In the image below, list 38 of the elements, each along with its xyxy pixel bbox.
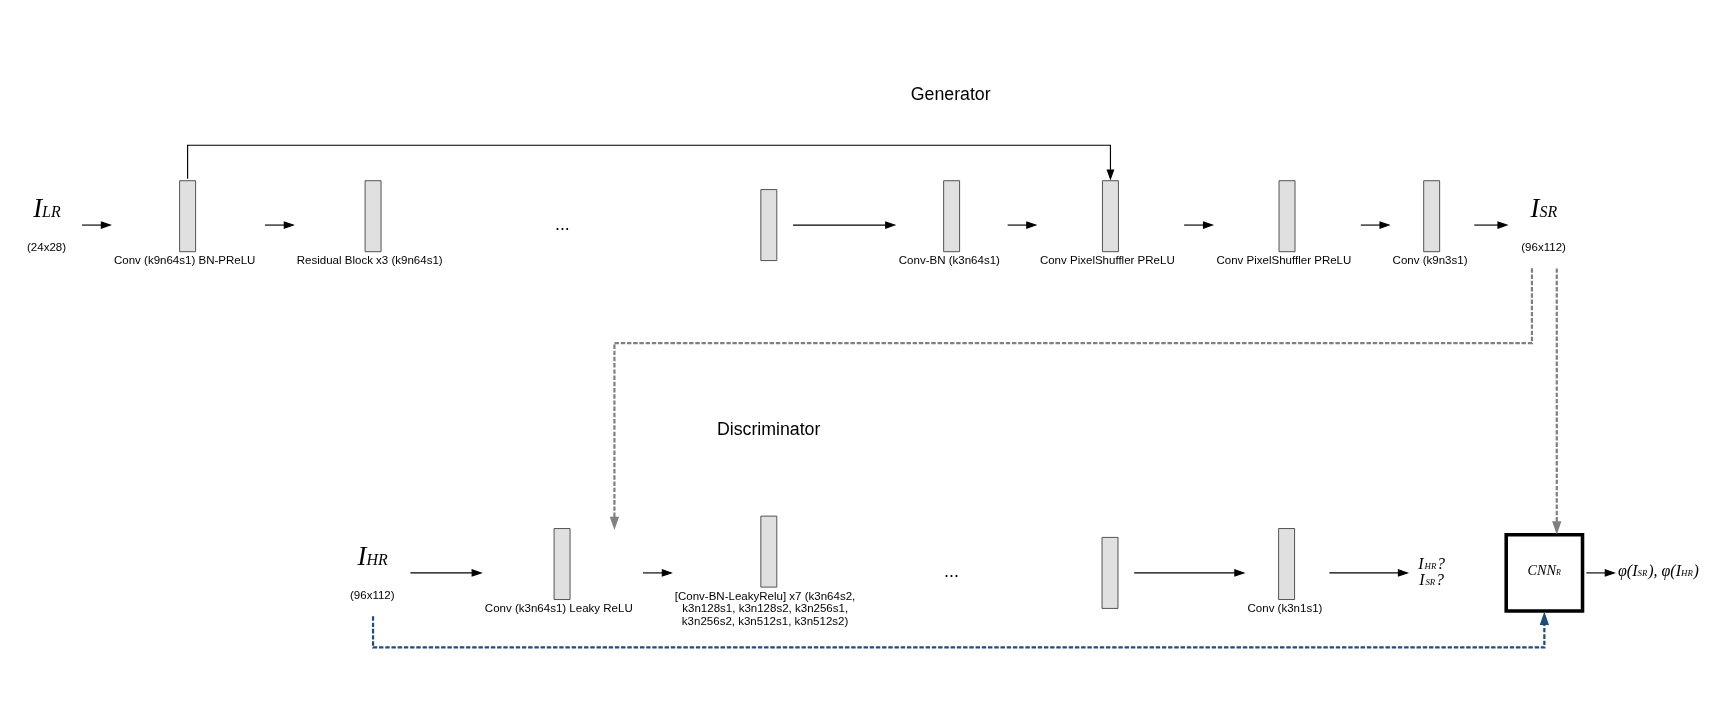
arrow	[1360, 220, 1391, 229]
node-label: (96x112)	[1521, 240, 1566, 253]
arrow	[1133, 568, 1246, 577]
node-text: IHR? ISR?	[1418, 554, 1445, 588]
node-label: (24x28)	[27, 240, 67, 253]
node-text: IHR	[357, 540, 388, 571]
arrow	[792, 220, 897, 229]
arrow	[1473, 220, 1509, 229]
arrow	[642, 568, 673, 577]
node-label: [Conv-BN-LeakyRelu] x7 (k3n64s2, k3n128s1, k3n128s2, k3n256s1, k3n256s2, k3n512s1, k3n512s2)	[674, 589, 856, 627]
arrow	[1585, 568, 1616, 577]
node-text: ILR	[33, 192, 61, 223]
arrow	[81, 220, 112, 229]
node-label: Conv (k3n64s1) Leaky ReLU	[484, 601, 633, 614]
arrow	[1328, 568, 1410, 577]
label: Discriminator	[716, 418, 821, 439]
node-text: φ(ISR), φ(IHR)	[1618, 561, 1699, 579]
arrow	[371, 611, 1550, 649]
arrow	[1183, 220, 1215, 229]
node-label: Conv (k3n1s1)	[1247, 601, 1323, 614]
label: ...	[554, 213, 570, 234]
label: Generator	[910, 83, 991, 104]
node-label: Conv-BN (k3n64s1)	[898, 253, 1000, 266]
arrow	[264, 220, 295, 229]
arrow	[409, 568, 483, 577]
node-box: CNNR	[1504, 532, 1585, 613]
node-label: Conv PixelShuffler PReLU	[1216, 253, 1352, 266]
node-label: Conv (k9n3s1)	[1392, 253, 1468, 266]
node-label: (96x112)	[349, 588, 395, 601]
arrow	[187, 144, 1115, 181]
node-label: Residual Block x3 (k9n64s1)	[296, 253, 443, 266]
node-label: Conv (k9n64s1) BN-PReLU	[113, 253, 256, 266]
arrow	[1007, 220, 1038, 229]
arrow	[1552, 267, 1562, 535]
node-text: ISR	[1530, 192, 1558, 223]
node-label: Conv PixelShuffler PReLU	[1039, 253, 1175, 266]
arrow	[609, 267, 1534, 530]
label: ...	[944, 560, 959, 581]
